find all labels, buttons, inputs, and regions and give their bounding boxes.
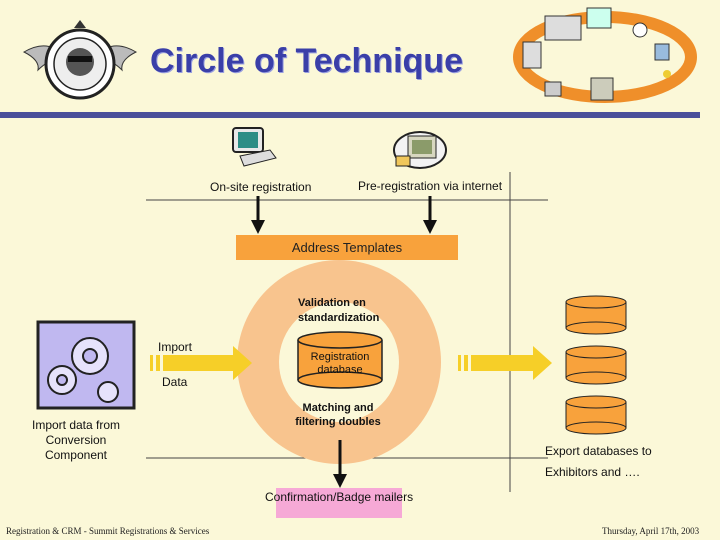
export-line-1: Export databases to [545, 444, 652, 458]
export-database-cylinder [565, 345, 627, 385]
export-database-cylinder [565, 295, 627, 335]
matching-label: Matching and filtering doubles [286, 401, 390, 429]
page-title: Circle of Technique [150, 42, 463, 80]
data-label: Data [162, 375, 188, 389]
prereg-arrow [423, 220, 437, 234]
confirmation-label: Confirmation/Badge mailers [265, 490, 414, 504]
internet-computer-icon [393, 131, 447, 169]
technique-cycle-clipart [513, 7, 697, 103]
footer-date: Thursday, April 17th, 2003 [602, 526, 700, 536]
import-label: Import [158, 340, 193, 354]
computer-icon [232, 127, 277, 167]
address-templates-box: Address Templates [236, 235, 458, 260]
matching-line-2: filtering doubles [295, 416, 381, 428]
import-from-label: Import data from Conversion Component [26, 418, 126, 463]
onsite-arrow [251, 220, 265, 234]
confirmation-arrow [333, 474, 347, 488]
registration-database-label: Registration database [298, 351, 382, 377]
registration-db-line-2: database [317, 364, 363, 376]
import-from-line-1: Import data from [31, 418, 121, 432]
validation-label: Validation en standardization [298, 296, 379, 326]
onsite-registration-label: On-site registration [210, 180, 312, 194]
gear-clipart [36, 320, 136, 410]
export-database-cylinder [565, 395, 627, 435]
import-from-line-2: Conversion [45, 433, 107, 447]
import-arrow [150, 346, 252, 380]
matching-line-1: Matching and [302, 402, 374, 414]
preregistration-label: Pre-registration via internet [358, 179, 503, 193]
export-arrow [458, 346, 552, 380]
validation-line-1: Validation en [298, 297, 366, 309]
title-divider [0, 112, 700, 118]
validation-line-2: standardization [298, 312, 380, 324]
union-logo [22, 20, 138, 100]
registration-database-cylinder [297, 331, 383, 389]
footer-left: Registration & CRM - Summit Registration… [6, 526, 210, 536]
import-from-line-3: Component [44, 448, 108, 462]
registration-db-line-1: Registration [310, 351, 370, 363]
export-line-2: Exhibitors and …. [545, 465, 640, 479]
confirmation-note-shape [276, 488, 402, 518]
